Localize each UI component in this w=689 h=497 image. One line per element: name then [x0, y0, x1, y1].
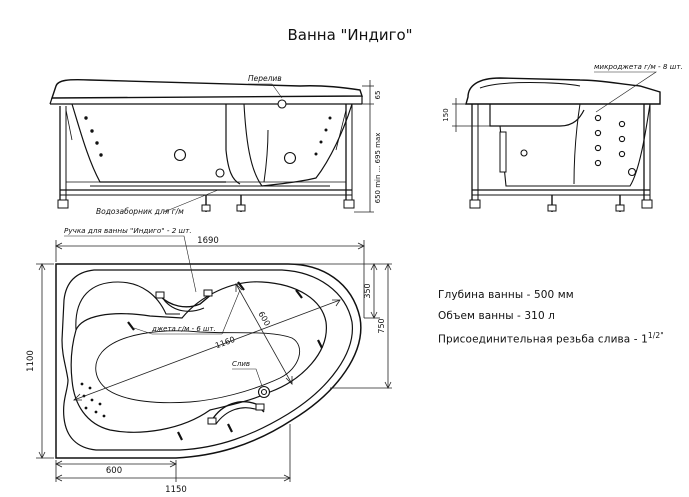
microjets-label: микроджета г/м - 8 шт.: [594, 62, 683, 71]
handle-label: Ручка для ванны "Индиго" - 2 шт.: [64, 226, 192, 235]
dim-bottom-total: 1150: [165, 485, 187, 495]
dim-bottom-inner: 600: [106, 466, 122, 476]
plan-view: [36, 235, 392, 482]
spec-thread-text: Присоединительная резьба слива - 1: [438, 333, 648, 346]
jets-label: джета г/м - 6 шт.: [151, 325, 216, 333]
dim-rim-front: 65: [374, 91, 382, 100]
dim-right-upper: 350: [363, 283, 372, 298]
dim-front-height: 650 min ... 695 max: [374, 133, 382, 204]
spec-thread: Присоединительная резьба слива - 11/2": [438, 326, 678, 350]
specifications: Глубина ванны - 500 мм Объем ванны - 310…: [438, 285, 678, 350]
dim-diagonal: 1160: [214, 335, 236, 350]
spec-thread-fraction: 1/2": [647, 331, 664, 340]
drawing-title: Ванна "Индиго": [287, 26, 412, 44]
dim-overall-length: 1690: [197, 236, 219, 246]
spec-volume: Объем ванны - 310 л: [438, 309, 555, 322]
dim-overall-width: 1100: [26, 350, 36, 372]
drain-label: Слив: [232, 360, 250, 368]
dim-rim-side: 150: [442, 108, 450, 121]
spec-depth: Глубина ванны - 500 мм: [438, 289, 574, 301]
overflow-label: Перелив: [248, 74, 282, 83]
side-view: [452, 71, 661, 212]
drain-fitting-label: Водозаборник для г/м: [96, 207, 184, 216]
dim-right-total: 750: [377, 318, 386, 333]
front-view: [49, 78, 374, 213]
